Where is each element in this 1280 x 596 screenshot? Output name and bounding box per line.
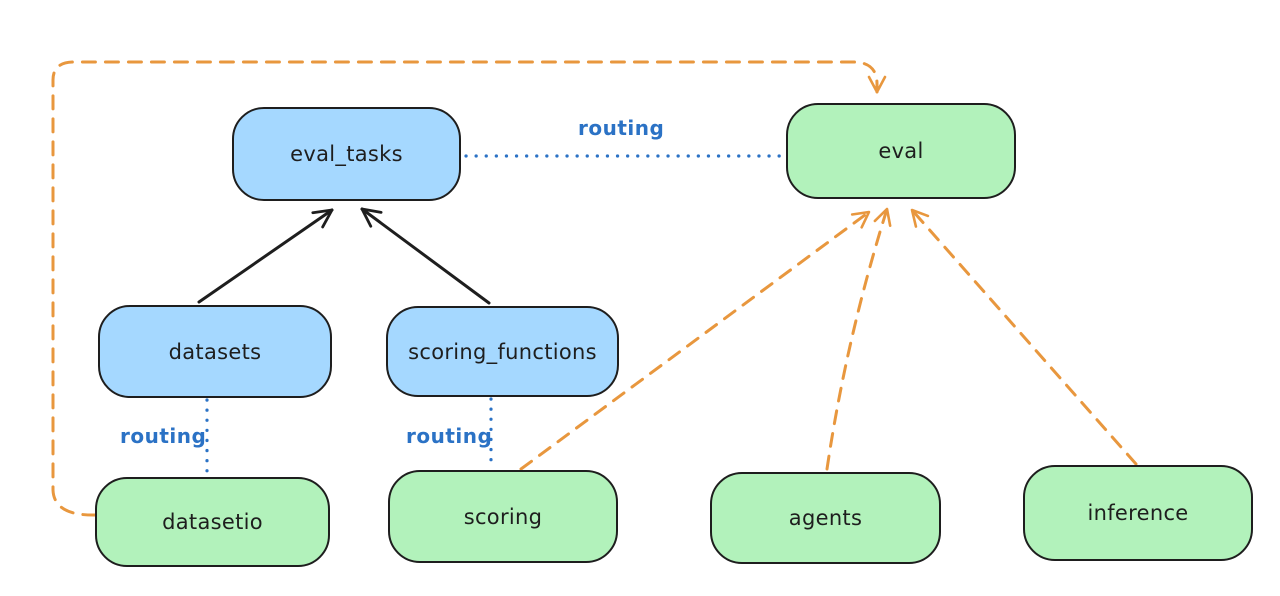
node-eval-tasks-label: eval_tasks [290, 142, 403, 166]
edge-label-routing-datasets-datasetio: routing [120, 424, 207, 448]
node-inference: inference [1023, 465, 1253, 561]
edge-datasets-to-eval-tasks-arrow [197, 208, 334, 304]
node-eval-label: eval [878, 139, 924, 163]
node-scoring-functions-label: scoring_functions [408, 339, 597, 364]
edge-label-routing-scoring-functions-scoring: routing [406, 424, 493, 448]
edge-agents-to-eval-dashed [825, 207, 892, 471]
node-eval-tasks: eval_tasks [232, 107, 461, 201]
node-datasets-label: datasets [168, 339, 262, 364]
node-datasetio: datasetio [95, 477, 330, 567]
edge-datasetio-to-eval-dashed [51, 60, 887, 517]
node-datasetio-label: datasetio [162, 510, 263, 534]
edge-inference-to-eval-dashed [910, 208, 1138, 466]
edge-scoring-functions-to-eval-tasks-arrow [360, 207, 491, 305]
node-datasets: datasets [98, 305, 332, 398]
node-eval: eval [786, 103, 1016, 199]
edge-label-routing-eval-tasks-eval: routing [578, 116, 665, 140]
node-inference-label: inference [1087, 501, 1189, 525]
node-scoring-label: scoring [463, 504, 543, 529]
node-scoring: scoring [388, 470, 618, 563]
edge-scoring-to-eval-dashed [519, 210, 871, 471]
node-agents: agents [710, 472, 941, 564]
node-agents-label: agents [788, 506, 863, 530]
node-scoring-functions: scoring_functions [386, 306, 619, 397]
